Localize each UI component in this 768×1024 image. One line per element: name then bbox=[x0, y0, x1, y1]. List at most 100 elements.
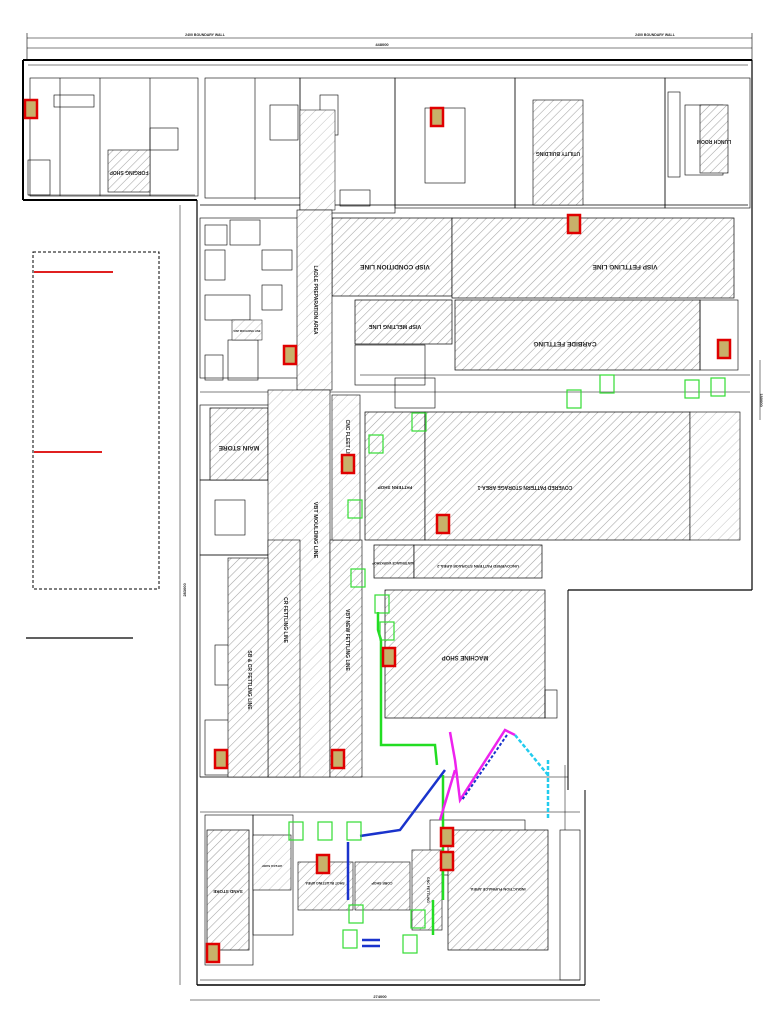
label-shot-blasting: SHOT BLASTING AREA bbox=[305, 881, 345, 885]
station-marker-13 bbox=[346, 821, 362, 841]
area-main-store bbox=[209, 407, 269, 481]
label-forging-shop: FORGING SHOP bbox=[109, 169, 149, 175]
route-navy bbox=[461, 734, 508, 801]
dimension-top-left: 2400 BOUNDARY WALL bbox=[185, 33, 226, 37]
label-cnc-fleet: CNC FLEET LINE bbox=[344, 420, 350, 461]
area-visp-melting-line bbox=[354, 299, 453, 345]
area-sb-fettling-line bbox=[227, 557, 269, 778]
equipment-marker-10 bbox=[330, 748, 346, 770]
label-maintenance-workshop: MAINTENANCE WORKSHOP bbox=[371, 561, 415, 565]
label-visp-condition-line: VISP CONDITION LINE bbox=[360, 263, 430, 270]
label-induction-furnace: INDUCTION FURNACE AREA bbox=[470, 887, 525, 892]
area-carbide-annex bbox=[699, 299, 739, 371]
station-marker-14 bbox=[410, 909, 426, 929]
equipment-marker-13 bbox=[439, 850, 455, 872]
station-marker-16 bbox=[348, 904, 364, 924]
area-carbide-fettling bbox=[454, 299, 701, 371]
equipment-marker-6 bbox=[340, 453, 356, 475]
station-marker-5 bbox=[411, 412, 427, 432]
station-marker-8 bbox=[350, 568, 366, 588]
station-marker-2 bbox=[566, 389, 582, 409]
station-marker-7 bbox=[347, 499, 363, 519]
station-marker-9 bbox=[374, 594, 390, 614]
equipment-marker-5 bbox=[282, 344, 298, 366]
label-vbt-new-fettling-line: VBT NEW FETTLING LINE bbox=[344, 609, 350, 671]
label-hitech-shop: HITECH SHOP bbox=[262, 864, 283, 868]
dimension-top-overall: 448000 bbox=[375, 42, 389, 47]
area-core-shop bbox=[354, 861, 411, 911]
equipment-marker-11 bbox=[315, 853, 331, 875]
boundary-walls bbox=[22, 59, 753, 986]
route-magenta bbox=[438, 728, 516, 821]
label-covered-pattern-storage: COVERED PATTERN STORAGE AREA-1 bbox=[477, 484, 572, 490]
station-marker-15 bbox=[342, 929, 358, 949]
area-top-stores bbox=[299, 109, 336, 211]
area-induction-furnace bbox=[447, 829, 549, 951]
route-blue bbox=[346, 769, 446, 948]
dimension-left-vertical: 283000 bbox=[182, 583, 187, 597]
machine-shop-annex bbox=[544, 689, 558, 719]
area-ladle-preparation bbox=[296, 209, 333, 391]
label-utility-building: UTILITY BUILDING bbox=[536, 150, 580, 156]
label-pattern-shop: PATTERN SHOP bbox=[378, 485, 413, 490]
equipment-marker-7 bbox=[435, 513, 451, 535]
label-visp-fettling-line: VISP FETTLING LINE bbox=[592, 263, 658, 270]
area-pattern-shop bbox=[364, 411, 426, 541]
area-visp-fettling-line bbox=[451, 217, 735, 299]
dimension-bottom-overall: 274000 bbox=[373, 994, 387, 999]
area-covered-pattern-storage bbox=[424, 411, 691, 541]
label-main-store: MAIN STORE bbox=[218, 444, 259, 451]
area-lunch-room bbox=[699, 104, 729, 174]
label-core-shop: CORE SHOP bbox=[371, 881, 393, 885]
label-ladle-preparation: LADLE PREPARATION AREA bbox=[312, 265, 318, 334]
area-sand-store bbox=[206, 829, 250, 951]
label-uncovered-pattern-storage: UNCOVERED PATTERN STORAGE AREA-2 bbox=[436, 564, 518, 569]
label-visp-melting-line: VISP MELTING LINE bbox=[368, 323, 421, 329]
label-sb-fettling-line: SB & CR FETTLING LINE bbox=[246, 650, 252, 710]
area-forging-shop bbox=[107, 149, 151, 193]
equipment-marker-9 bbox=[213, 748, 229, 770]
area-visp-moulding-line bbox=[231, 319, 263, 341]
label-cnc-fettling: CNC FETTLING bbox=[426, 877, 430, 903]
label-carbide-fettling: CARBIDE FETTLING bbox=[533, 340, 596, 347]
area-uncovered-pattern-storage bbox=[413, 544, 543, 579]
station-marker-1 bbox=[599, 374, 615, 394]
station-marker-6 bbox=[368, 434, 384, 454]
equipment-marker-8 bbox=[381, 646, 397, 668]
area-vbt-new-fettling-line bbox=[329, 539, 363, 778]
station-marker-12 bbox=[317, 821, 333, 841]
station-marker-10 bbox=[379, 621, 395, 641]
equipment-marker-3 bbox=[566, 213, 582, 235]
dimension-right-vertical: 180000 bbox=[759, 393, 764, 407]
route-cyan bbox=[514, 734, 550, 820]
label-lunch-room: LUNCH ROOM bbox=[697, 138, 731, 144]
area-utility-building bbox=[532, 99, 584, 206]
station-marker-17 bbox=[402, 934, 418, 954]
equipment-marker-1 bbox=[23, 98, 39, 120]
top-buildings bbox=[27, 77, 751, 214]
label-machine-shop: MACHINE SHOP bbox=[442, 654, 489, 660]
equipment-marker-14 bbox=[205, 942, 221, 964]
equipment-marker-12 bbox=[439, 826, 455, 848]
area-pattern-annex bbox=[689, 411, 741, 541]
station-marker-3 bbox=[684, 379, 700, 399]
area-cr-fettling-line bbox=[267, 539, 301, 778]
area-cnc-fettling bbox=[411, 849, 443, 931]
label-sand-store: SAND STORE bbox=[213, 889, 242, 894]
label-visp-moulding-line: VISP MOULDING LINE bbox=[233, 329, 261, 333]
equipment-markers bbox=[23, 98, 732, 964]
station-marker-11 bbox=[288, 821, 304, 841]
equipment-marker-2 bbox=[429, 106, 445, 128]
area-machine-shop bbox=[384, 589, 546, 719]
label-cr-fettling-line: CR FETTLING LINE bbox=[282, 597, 288, 643]
station-marker-4 bbox=[710, 377, 726, 397]
legend-box bbox=[32, 251, 160, 590]
station-markers bbox=[288, 374, 726, 954]
area-maintenance-workshop bbox=[373, 544, 415, 579]
label-vbt-moulding-line: VBT MOULDING LINE bbox=[312, 502, 318, 559]
area-hitech-shop bbox=[252, 834, 292, 891]
equipment-marker-4 bbox=[716, 338, 732, 360]
area-visp-condition-line bbox=[331, 217, 453, 297]
dimension-top-right: 2400 BOUNDARY WALL bbox=[635, 33, 676, 37]
